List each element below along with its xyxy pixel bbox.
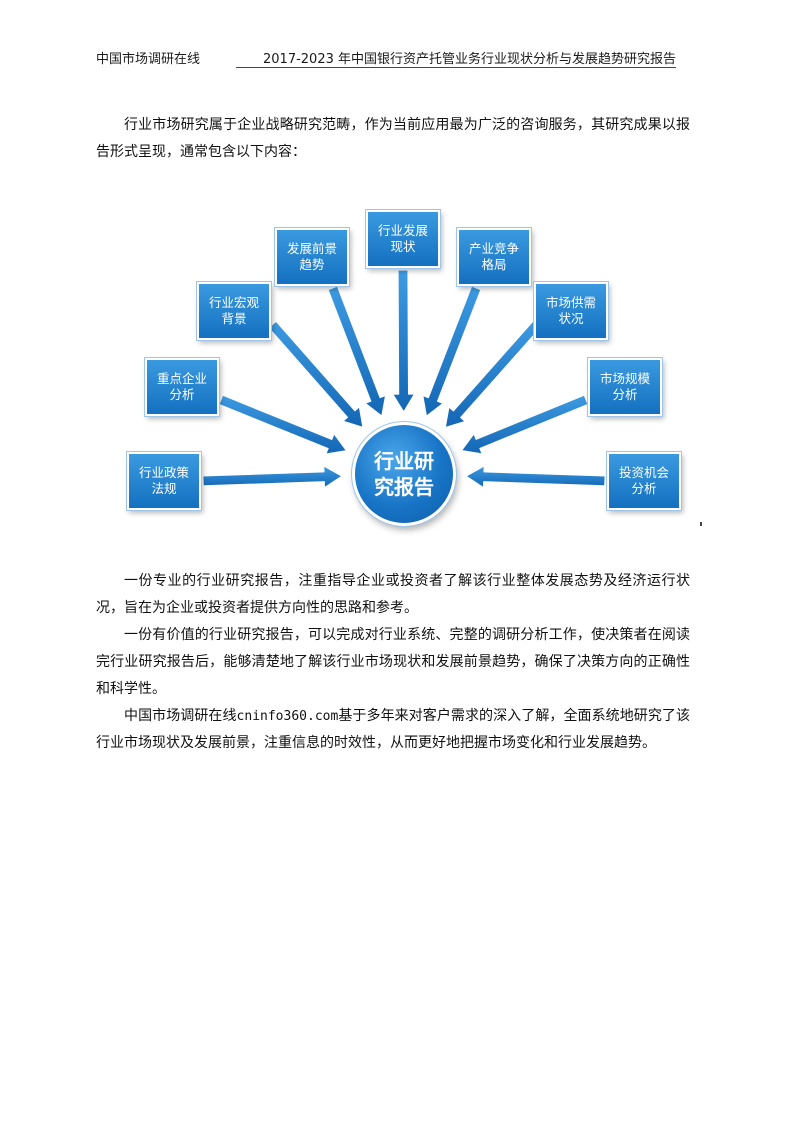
page-header: 中国市场调研在线 2017-2023 年中国银行资产托管业务行业现状分析与发展趋… bbox=[96, 48, 676, 68]
node-competition-landscape: 产业竞争格局 bbox=[456, 227, 532, 287]
arrow-investment bbox=[464, 464, 606, 489]
company-intro-text: 基于多年来对客户需求的深入了解，全面系统地研究了该行业市场现状及发展前景，注重信… bbox=[96, 708, 690, 751]
stray-mark bbox=[700, 522, 702, 526]
node-key-enterprises: 重点企业分析 bbox=[144, 357, 220, 417]
company-website: cninfo360.com bbox=[236, 709, 339, 724]
arrow-supply-demand bbox=[444, 320, 542, 429]
arrow-policy bbox=[202, 464, 344, 489]
node-macro-background: 行业宏观背景 bbox=[196, 281, 272, 341]
arrow-macro bbox=[267, 320, 364, 429]
node-development-prospects: 发展前景趋势 bbox=[274, 227, 350, 287]
header-site-name: 中国市场调研在线 bbox=[96, 52, 201, 67]
arrow-competition bbox=[421, 285, 482, 418]
arrow-enterprises bbox=[218, 394, 348, 455]
node-investment-opportunity: 投资机会分析 bbox=[606, 451, 682, 511]
center-industry-report: 行业研究报告 bbox=[351, 421, 457, 527]
paragraph-professional-report: 一份专业的行业研究报告，注重指导企业或投资者了解该行业整体发展态势及经济运行状况… bbox=[96, 573, 690, 616]
paragraph-company-intro: 中国市场调研在线cninfo360.com基于多年来对客户需求的深入了解，全面系… bbox=[96, 703, 690, 757]
arrow-market-size bbox=[460, 394, 589, 455]
intro-paragraph: 行业市场研究属于企业战略研究范畴，作为当前应用最为广泛的咨询服务，其研究成果以报… bbox=[96, 117, 690, 160]
diagram-arrows bbox=[202, 269, 606, 489]
arrow-status bbox=[391, 269, 416, 414]
header-rule bbox=[236, 67, 676, 68]
arrow-prospects bbox=[327, 285, 387, 418]
report-contents-diagram: 行业政策法规 重点企业分析 行业宏观背景 发展前景趋势 行业发展现状 产业竞争格… bbox=[118, 200, 698, 550]
paragraph-valuable-report: 一份有价值的行业研究报告，可以完成对行业系统、完整的调研分析工作，使决策者在阅读… bbox=[96, 627, 690, 697]
company-name: 中国市场调研在线 bbox=[124, 708, 237, 724]
node-market-size: 市场规模分析 bbox=[587, 357, 663, 417]
node-industry-policy: 行业政策法规 bbox=[126, 451, 202, 511]
node-development-status: 行业发展现状 bbox=[365, 209, 441, 269]
node-supply-demand: 市场供需状况 bbox=[533, 281, 609, 341]
header-report-title: 2017-2023 年中国银行资产托管业务行业现状分析与发展趋势研究报告 bbox=[263, 52, 676, 67]
